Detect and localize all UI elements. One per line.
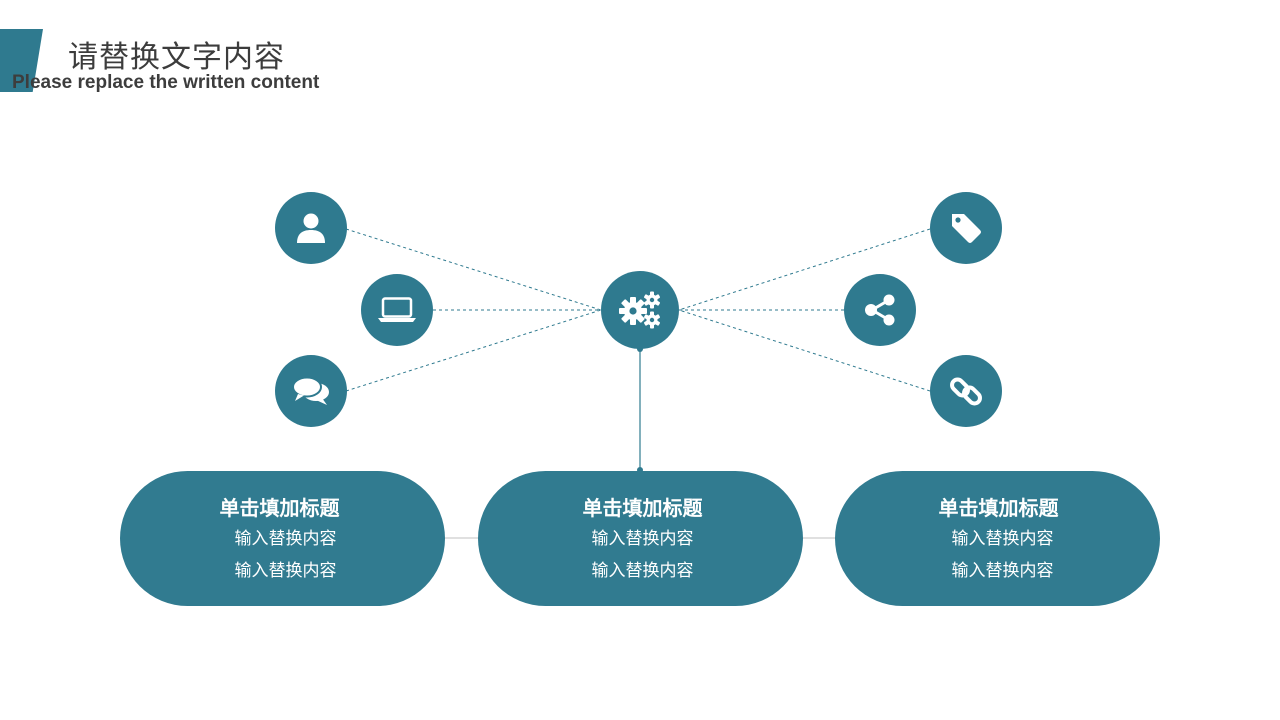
card-3[interactable]: 单击填加标题 输入替换内容 输入替换内容 [835, 471, 1160, 606]
card-1-line-1[interactable]: 输入替换内容 [234, 529, 337, 549]
card-1-line-2[interactable]: 输入替换内容 [234, 561, 337, 581]
node-link[interactable] [930, 355, 1002, 427]
card-3-line-1[interactable]: 输入替换内容 [951, 529, 1054, 549]
page-subtitle: Please replace the written content [12, 72, 320, 93]
card-1[interactable]: 单击填加标题 输入替换内容 输入替换内容 [120, 471, 445, 606]
share-icon [865, 294, 895, 326]
laptop-icon [378, 297, 416, 322]
chat-bubbles-icon [292, 376, 329, 405]
node-laptop[interactable] [361, 274, 433, 346]
node-user[interactable] [275, 192, 347, 264]
connector-link [678, 309, 931, 392]
card-2-line-1[interactable]: 输入替换内容 [591, 529, 694, 549]
node-chat[interactable] [275, 355, 347, 427]
connector-chat [345, 309, 602, 392]
user-icon [297, 213, 325, 243]
card-1-title[interactable]: 单击填加标题 [219, 496, 340, 520]
page-title: 请替换文字内容 [68, 40, 285, 75]
node-tag[interactable] [930, 192, 1002, 264]
card-2[interactable]: 单击填加标题 输入替换内容 输入替换内容 [478, 471, 803, 606]
link-icon [950, 377, 982, 406]
gears-icon [619, 291, 660, 329]
card-3-line-2[interactable]: 输入替换内容 [951, 561, 1054, 581]
card-3-title[interactable]: 单击填加标题 [938, 496, 1059, 520]
connector-user [345, 228, 602, 311]
card-2-title[interactable]: 单击填加标题 [582, 496, 703, 520]
tag-icon [952, 214, 981, 243]
connector-tag [678, 228, 931, 311]
node-share[interactable] [844, 274, 916, 346]
center-node[interactable] [601, 271, 679, 349]
card-2-line-2[interactable]: 输入替换内容 [591, 561, 694, 581]
